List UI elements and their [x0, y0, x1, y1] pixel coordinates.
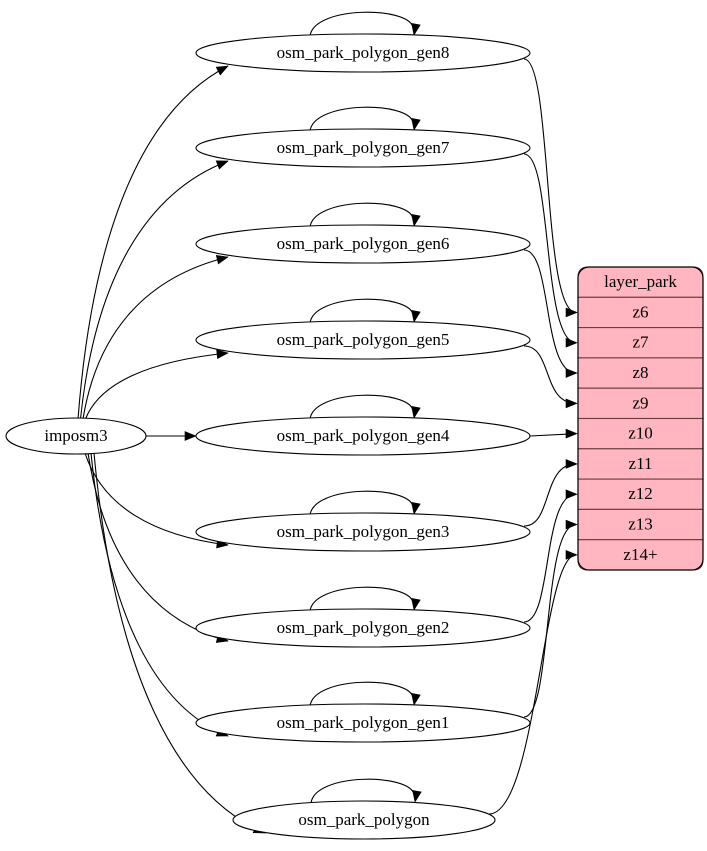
table-row-z12-label: z12 — [628, 484, 653, 503]
edge-arrowhead — [412, 790, 422, 803]
node-osm_park_polygon_gen8[interactable] — [195, 33, 531, 73]
edge-arrowhead — [184, 431, 197, 441]
edge-imposm3-to-osm_park_polygon_gen7 — [79, 160, 229, 420]
edge-arrowhead — [411, 693, 421, 706]
self-loop-osm_park_polygon_gen3 — [309, 490, 414, 516]
edge-arrowhead — [411, 406, 421, 419]
table-row-z8-label: z8 — [632, 363, 648, 382]
edge-osm_park_polygon_gen8-to-z6 — [523, 58, 577, 313]
node-osm_park_polygon_gen5-label: osm_park_polygon_gen5 — [277, 330, 450, 349]
node-osm_park_polygon_gen3-label: osm_park_polygon_gen3 — [277, 522, 450, 541]
table-row-z9[interactable] — [577, 387, 704, 420]
edge-imposm3-to-osm_park_polygon — [93, 452, 266, 834]
node-osm_park_polygon_gen4[interactable] — [195, 416, 531, 456]
edge-arrowhead — [565, 489, 578, 500]
edge-imposm3-to-osm_park_polygon_gen6 — [82, 256, 229, 420]
node-osm_park_polygon_gen1-label: osm_park_polygon_gen1 — [277, 713, 450, 732]
edge-imposm3-to-osm_park_polygon_gen8 — [77, 65, 229, 420]
edge-imposm3-to-osm_park_polygon_gen1 — [90, 452, 229, 737]
edge-arrowhead — [565, 459, 578, 469]
table-row-z14+-label: z14+ — [623, 545, 657, 564]
node-imposm3[interactable] — [5, 417, 147, 455]
node-osm_park_polygon-label: osm_park_polygon — [298, 810, 430, 829]
table-row-z9-label: z9 — [632, 393, 648, 412]
self-loop-osm_park_polygon — [310, 778, 415, 804]
edge-arrowhead — [565, 550, 578, 560]
self-loop-osm_park_polygon_gen5 — [309, 298, 414, 324]
self-loop-osm_park_polygon_gen6 — [309, 202, 414, 228]
table-row-z6-label: z6 — [632, 302, 648, 321]
edge-arrowhead — [215, 65, 229, 76]
polygon-nodes: osm_park_polygon_gen8 osm_park_polygon_ge… — [195, 33, 531, 840]
table-outline — [577, 266, 704, 571]
edge-arrowhead — [565, 519, 578, 530]
table-row-z6[interactable] — [577, 296, 704, 329]
table-row-z10-label: z10 — [628, 424, 653, 443]
self-loop-osm_park_polygon_gen4 — [309, 394, 414, 420]
edge-arrowhead — [411, 502, 421, 515]
node-osm_park_polygon_gen3[interactable] — [195, 512, 531, 552]
edge-arrowhead — [565, 307, 578, 318]
edge-arrowhead — [411, 310, 421, 323]
table-row-z7[interactable] — [577, 327, 704, 359]
node-osm_park_polygon_gen6-label: osm_park_polygon_gen6 — [277, 234, 450, 253]
self-loop-osm_park_polygon_gen1 — [309, 681, 414, 707]
self-loop-osm_park_polygon_gen8 — [309, 11, 414, 37]
node-osm_park_polygon_gen1[interactable] — [195, 703, 531, 743]
self-loop-osm_park_polygon_gen2 — [309, 586, 414, 612]
edge-arrowhead — [411, 214, 421, 227]
source-node-imposm3: imposm3 — [5, 417, 147, 455]
edge-arrowhead — [215, 254, 229, 265]
self-loop-osm_park_polygon_gen7 — [309, 106, 414, 132]
edge-arrowhead — [565, 398, 578, 409]
edge-arrowhead — [565, 368, 578, 378]
node-osm_park_polygon[interactable] — [232, 800, 496, 840]
node-imposm3-label: imposm3 — [44, 426, 107, 445]
edge-osm_park_polygon-to-z14+ — [488, 554, 577, 815]
edge-arrowhead — [565, 428, 578, 439]
table-row-z7-label: z7 — [632, 333, 649, 352]
table-header-label: layer_park — [604, 272, 677, 291]
table-row-z13-label: z13 — [628, 514, 653, 533]
edge-imposm3-to-osm_park_polygon_gen5 — [84, 352, 229, 420]
node-osm_park_polygon_gen6[interactable] — [195, 224, 531, 264]
edge-osm_park_polygon_gen7-to-z7 — [523, 153, 577, 344]
node-osm_park_polygon_gen7[interactable] — [195, 128, 531, 168]
edge-arrowhead — [411, 598, 421, 611]
edge-arrowhead — [411, 23, 421, 36]
edge-arrowhead — [215, 160, 229, 170]
table-row-z10[interactable] — [577, 417, 704, 450]
edge-osm_park_polygon_gen6-to-z8 — [523, 249, 577, 374]
edge-arrowhead — [411, 118, 421, 131]
self-loop-edges — [309, 11, 422, 804]
edges-to-layer-park — [488, 58, 578, 815]
node-osm_park_polygon_gen2[interactable] — [195, 608, 531, 648]
node-osm_park_polygon_gen4-label: osm_park_polygon_gen4 — [277, 426, 450, 445]
edge-arrowhead — [565, 337, 578, 348]
node-osm_park_polygon_gen5[interactable] — [195, 320, 531, 360]
node-osm_park_polygon_gen2-label: osm_park_polygon_gen2 — [277, 618, 450, 637]
edge-osm_park_polygon_gen2-to-z12 — [523, 493, 577, 623]
layer-park-table: layer_park z6 z7 z8 z9 z10 z11 z12 z13 z14+ — [577, 266, 704, 571]
table-row-z11-label: z11 — [629, 454, 653, 473]
edge-arrowhead — [216, 349, 229, 359]
node-osm_park_polygon_gen8-label: osm_park_polygon_gen8 — [277, 43, 450, 62]
edge-imposm3-to-osm_park_polygon_gen2 — [87, 452, 229, 642]
node-osm_park_polygon_gen7-label: osm_park_polygon_gen7 — [277, 138, 450, 157]
